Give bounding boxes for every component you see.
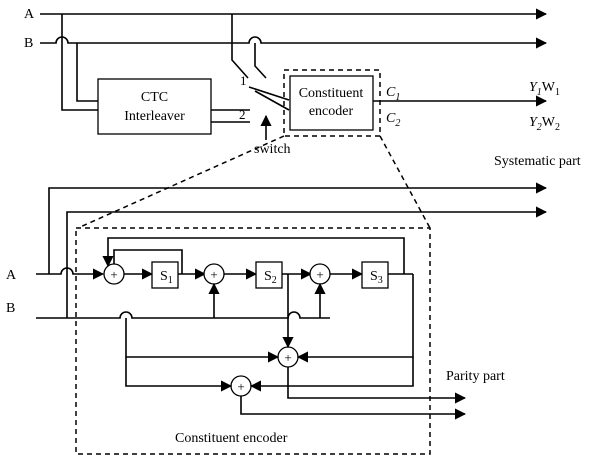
register-s1-label: S1 bbox=[160, 269, 173, 286]
register-s2-label: S2 bbox=[264, 269, 277, 286]
parity-part-label: Parity part bbox=[446, 369, 505, 384]
top-block-diagram: A B CTC Interleaver 1 2 switch Constitue… bbox=[24, 7, 560, 229]
outer-feedback-loop bbox=[102, 237, 405, 274]
detail-b-input-line bbox=[36, 311, 330, 319]
ctc-interleaver-box bbox=[97, 78, 212, 135]
interleaver-label-2: Interleaver bbox=[124, 109, 185, 124]
output-y1w1: Y1W1 bbox=[529, 80, 560, 98]
systematic-a-out bbox=[48, 182, 548, 274]
detail-input-b-label: B bbox=[6, 301, 15, 316]
constituent-encoder-caption: Constituent encoder bbox=[175, 431, 288, 446]
input-a-label: A bbox=[24, 7, 35, 22]
interleaver-label-1: CTC bbox=[141, 90, 168, 105]
encoder-box-label-1: Constituent bbox=[299, 86, 364, 101]
parity-output-1 bbox=[287, 367, 467, 404]
switch-arm-2 bbox=[254, 90, 290, 111]
zoom-line-left bbox=[77, 135, 285, 229]
interleaver-b-branch bbox=[76, 43, 98, 102]
switch-a-branch bbox=[231, 14, 249, 79]
adder-5-symbol: + bbox=[237, 379, 244, 394]
tap-s3-to-adder5 bbox=[249, 357, 414, 392]
register-s2 bbox=[255, 261, 283, 289]
detail-dashed-box bbox=[75, 227, 431, 455]
c1-label: C1 bbox=[386, 85, 400, 103]
adder-1-symbol: + bbox=[110, 267, 117, 282]
parity-output-2 bbox=[240, 396, 467, 420]
output-y2w2: Y2W2 bbox=[529, 115, 560, 133]
switch-position-1: 1 bbox=[240, 73, 247, 88]
constituent-encoder-detail: A B + S1 + S2 + S3 bbox=[6, 182, 548, 455]
register-s3-label: S3 bbox=[370, 269, 383, 286]
input-b-line bbox=[40, 36, 548, 49]
switch-arm-1 bbox=[248, 86, 290, 101]
tap-s3-to-adder4 bbox=[296, 274, 414, 363]
input-b-label: B bbox=[24, 36, 33, 51]
constituent-encoder-box bbox=[289, 75, 374, 131]
switch-position-2: 2 bbox=[239, 107, 246, 122]
encoder-highlight-dashed bbox=[283, 69, 381, 137]
zoom-line-right bbox=[379, 135, 431, 229]
s1-loop-line bbox=[113, 249, 183, 274]
adder-4-symbol: + bbox=[284, 350, 291, 365]
interleaver-a-branch bbox=[61, 14, 98, 111]
adder-3-symbol: + bbox=[316, 267, 323, 282]
tap-to-adder4-left bbox=[125, 318, 280, 363]
register-s3 bbox=[361, 261, 389, 289]
switch-b-branch bbox=[254, 43, 267, 79]
register-s1 bbox=[151, 261, 179, 289]
systematic-part-label: Systematic part bbox=[494, 154, 581, 169]
detail-input-a-label: A bbox=[6, 268, 17, 283]
detail-a-input-line bbox=[36, 267, 105, 280]
encoder-box-label-2: encoder bbox=[309, 104, 354, 119]
adder-2-symbol: + bbox=[210, 267, 217, 282]
tap-to-adder5 bbox=[125, 357, 233, 392]
switch-label: switch bbox=[254, 142, 291, 157]
c2-label: C2 bbox=[386, 111, 400, 129]
systematic-b-out bbox=[66, 206, 548, 318]
